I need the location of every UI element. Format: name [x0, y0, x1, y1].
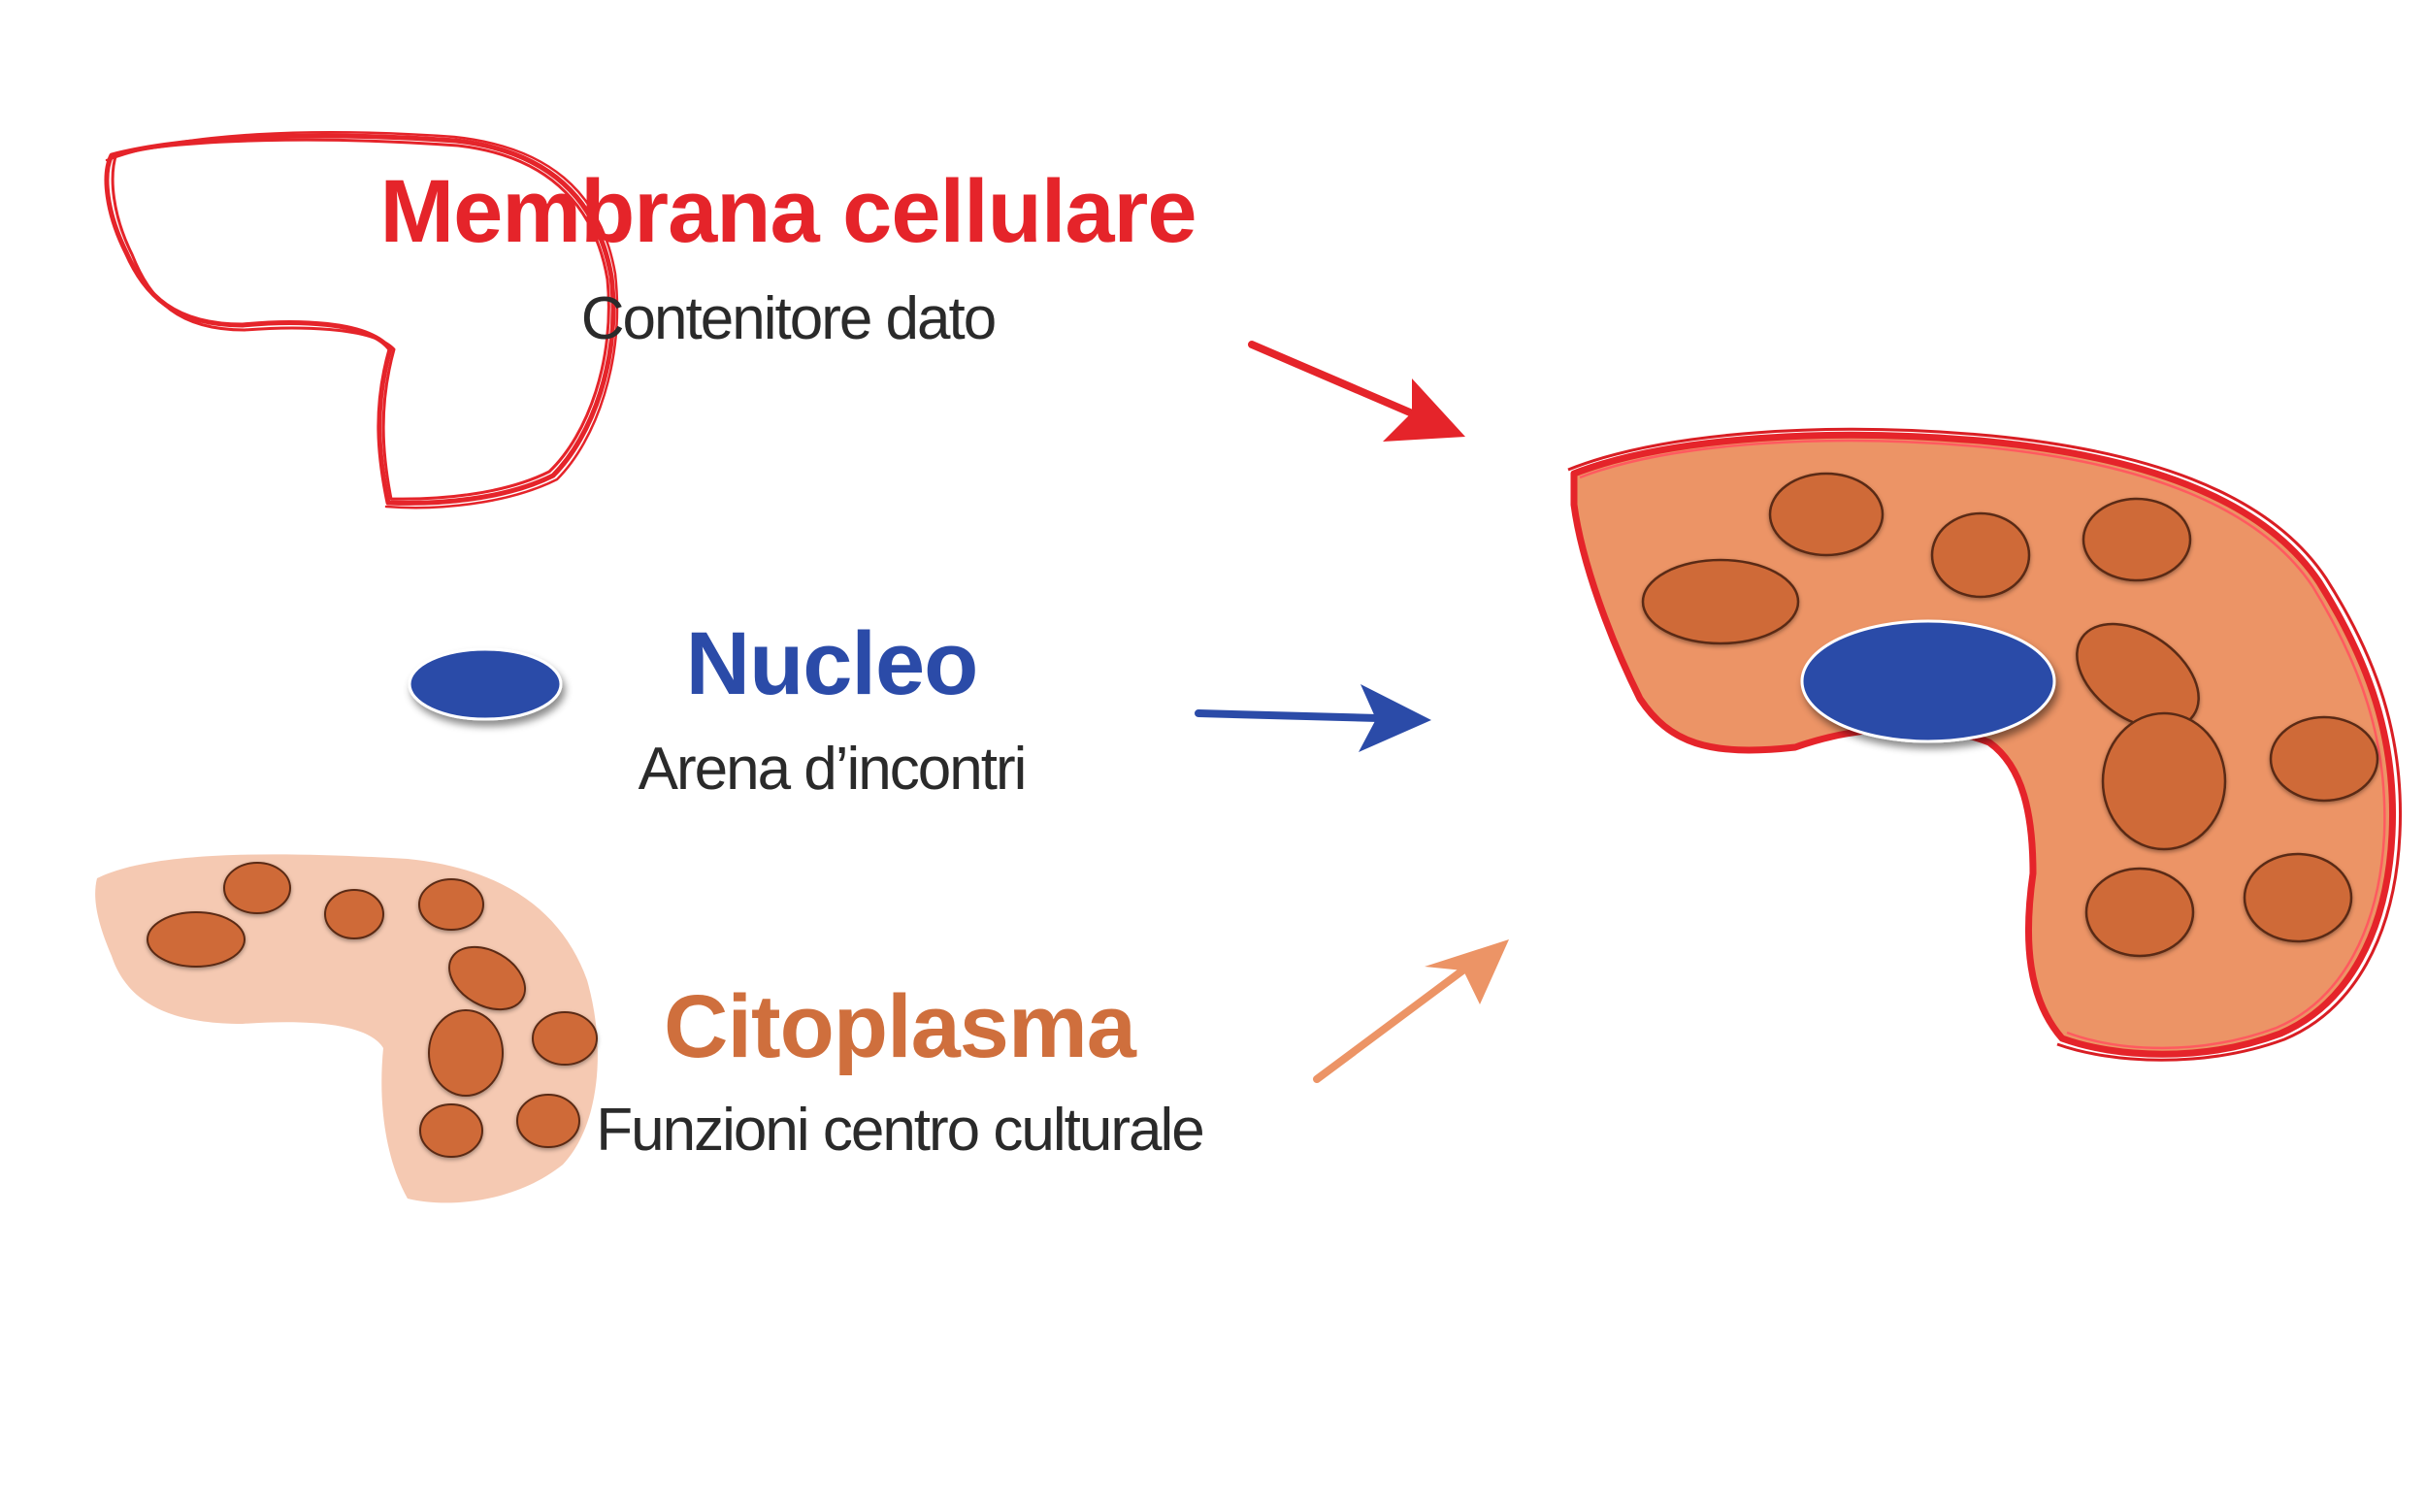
- membrane-subtitle: Contenitore dato: [580, 285, 997, 352]
- membrane-title: Membrana cellulare: [379, 162, 1197, 261]
- organelle-shape: [2101, 711, 2227, 851]
- nucleus-title: Nucleo: [685, 614, 979, 713]
- organelle-shape: [419, 1103, 483, 1158]
- organelle-shape: [516, 1094, 580, 1148]
- organelle-shape: [1768, 472, 1885, 557]
- organelle-shape: [418, 878, 484, 931]
- organelle-shape: [1641, 558, 1800, 645]
- organelle-shape: [1930, 511, 2031, 599]
- organelle-shape: [2243, 852, 2353, 943]
- nucleus-subtitle: Arena d’incontri: [638, 736, 1028, 803]
- organelle-shape: [2082, 497, 2192, 582]
- organelle-shape: [147, 911, 246, 968]
- cytoplasm-subtitle: Funzioni centro culturale: [596, 1097, 1204, 1164]
- arrow-membrane: [1248, 341, 1465, 442]
- arrow-cytoplasm: [1313, 939, 1509, 1083]
- organelle-shape: [2076, 622, 2200, 731]
- organelle-shape: [2269, 715, 2379, 803]
- organelle-shape: [2084, 867, 2195, 958]
- combined-cell: [1567, 427, 2403, 1062]
- cytoplasm-shape: [95, 854, 598, 1203]
- organelle-shape: [448, 945, 526, 1011]
- nucleus-shape: [408, 647, 563, 721]
- membrane-outline-shape: [104, 131, 619, 509]
- organelle-shape: [223, 862, 291, 914]
- arrow-nucleus: [1195, 684, 1431, 752]
- cytoplasm-title: Citoplasma: [664, 977, 1136, 1076]
- organelle-shape: [532, 1011, 598, 1066]
- organelle-shape: [428, 1009, 504, 1097]
- nucleus-shape: [1800, 619, 2056, 743]
- organelle-shape: [324, 889, 384, 939]
